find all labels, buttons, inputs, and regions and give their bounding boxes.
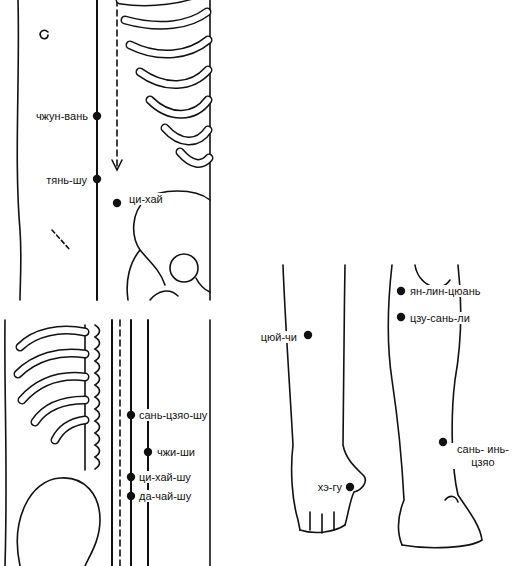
rib-bands — [120, 0, 205, 2]
rib-bands — [165, 128, 208, 141]
leg-outline — [388, 265, 404, 545]
rib-bands — [150, 100, 208, 114]
acupoint-dot — [127, 492, 135, 500]
pelvis-bone — [170, 254, 198, 282]
meridian-line — [147, 320, 149, 566]
point-label: да-чай-шу — [138, 490, 192, 503]
rib-bands — [18, 353, 85, 374]
pelvis-bone — [150, 291, 178, 300]
arm-outline — [343, 265, 365, 525]
point-label: сань- инь-цзяо — [451, 443, 515, 468]
point-label: ци-хай-шу — [138, 471, 192, 484]
leg-outline — [402, 265, 482, 548]
torso-front — [52, 230, 70, 250]
rib-bands — [125, 12, 207, 25]
torso-front — [17, 0, 21, 300]
rib-bands — [18, 353, 85, 374]
acupoint-dot — [93, 112, 447, 500]
acupoint-dot — [93, 112, 101, 120]
rib-bands — [55, 420, 85, 440]
pelvis-bone — [127, 250, 140, 300]
rib-bands — [55, 420, 85, 440]
point-label: ци-хай — [128, 193, 164, 206]
acupoint-dot — [113, 199, 121, 207]
acupoint-dot — [439, 438, 447, 446]
rib-bands — [20, 330, 85, 347]
point-label: тянь-шу — [45, 174, 88, 187]
pelvis-bone — [196, 278, 210, 292]
rib-bands — [165, 128, 208, 141]
rib-bands — [130, 40, 208, 54]
torso-front — [17, 0, 210, 300]
point-label: цзу-сань-ли — [409, 312, 471, 325]
rib-bands — [180, 152, 209, 163]
rib-bands — [180, 152, 209, 163]
rib-bands — [120, 0, 209, 163]
torso-back — [95, 325, 100, 469]
rib-bands — [125, 12, 207, 25]
meridian-line — [96, 0, 98, 300]
meridian-line — [130, 320, 132, 566]
pelvis-bone — [127, 191, 210, 300]
meridian-line — [111, 320, 113, 566]
acupoint-dot — [93, 175, 101, 183]
meridian-line — [112, 320, 148, 566]
point-label: хэ-гу — [317, 481, 343, 494]
torso-front — [209, 0, 211, 300]
point-label: цюй-чи — [260, 331, 298, 344]
acupoint-dot — [397, 287, 405, 295]
torso-back — [5, 320, 210, 566]
leg-outline — [445, 496, 458, 502]
torso-back — [17, 478, 100, 566]
rib-bands — [18, 330, 85, 440]
rib-bands — [140, 70, 208, 85]
arm-outline — [283, 265, 300, 530]
acupoint-dot — [304, 331, 312, 339]
meridian-line — [112, 160, 122, 170]
torso-back — [209, 320, 211, 566]
leg-outline — [388, 265, 482, 548]
rib-bands — [22, 376, 85, 400]
meridian-line — [119, 320, 121, 566]
rib-bands — [120, 0, 205, 2]
acupoint-dot — [127, 411, 135, 419]
rib-bands — [130, 40, 208, 54]
rib-bands — [150, 100, 208, 114]
arm-outline — [310, 512, 334, 533]
torso-back — [5, 320, 6, 566]
point-label: сань-цзяо-шу — [138, 409, 208, 422]
meridian-line — [97, 0, 122, 300]
arm-outline — [283, 265, 365, 533]
point-label: чжи-ши — [156, 446, 196, 459]
rib-bands — [18, 330, 85, 440]
acupoint-dot — [346, 483, 354, 491]
point-label: чжун-вань — [35, 110, 89, 123]
meridian-line — [116, 0, 118, 166]
acupoint-dot — [397, 313, 405, 321]
acupoint-dot — [127, 473, 135, 481]
rib-bands — [120, 0, 209, 163]
rib-bands — [20, 330, 85, 347]
acupoint-dot — [144, 448, 152, 456]
torso-front — [40, 30, 48, 38]
point-label: ян-лин-цюань — [409, 285, 481, 298]
rib-bands — [140, 70, 208, 85]
